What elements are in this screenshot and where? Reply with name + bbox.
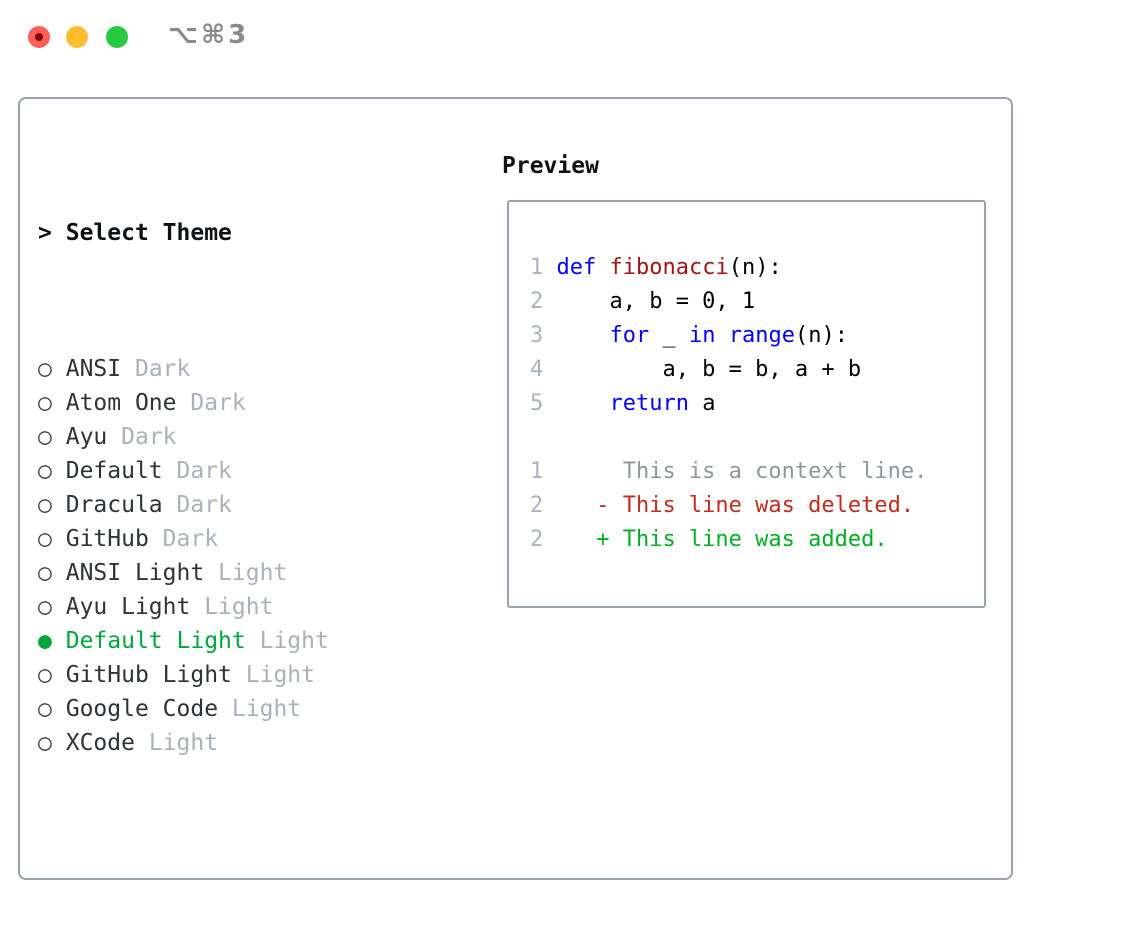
theme-variant-label: Dark xyxy=(176,492,232,518)
code-token: - This line was deleted. xyxy=(556,493,915,518)
line-number: 1 xyxy=(530,459,544,484)
theme-option-atom-one[interactable]: ○ Atom One Dark xyxy=(38,386,468,420)
theme-variant-label: Light xyxy=(259,628,329,654)
radio-icon: ○ xyxy=(38,560,52,586)
radio-icon: ○ xyxy=(38,458,52,484)
theme-option-github-light[interactable]: ○ GitHub Light Light xyxy=(38,658,468,692)
theme-option-xcode[interactable]: ○ XCode Light xyxy=(38,726,468,760)
code-token: fibonacci xyxy=(609,255,729,280)
code-token: + This line was added. xyxy=(556,527,888,552)
theme-variant-label: Dark xyxy=(190,390,246,416)
spacer xyxy=(38,862,468,896)
option-label: ANSI Light xyxy=(65,560,205,586)
code-token: _ xyxy=(649,323,689,348)
code-line-2: 2 a, b = 0, 1 xyxy=(530,285,984,319)
line-number: 1 xyxy=(530,255,544,280)
theme-variant-label: Light xyxy=(204,594,274,620)
theme-picker-dialog: > Select Theme ○ ANSI Dark○ Atom One Dar… xyxy=(18,97,1013,880)
theme-variant-label: Light xyxy=(245,662,315,688)
line-number: 2 xyxy=(530,289,544,314)
option-label: Dracula xyxy=(65,492,163,518)
theme-option-github[interactable]: ○ GitHub Dark xyxy=(38,522,468,556)
code-line-1: 1 def fibonacci(n): xyxy=(530,251,984,285)
line-number: 4 xyxy=(530,357,544,382)
option-label: Google Code xyxy=(65,696,219,722)
code-token: in xyxy=(688,323,716,348)
preview-header: Preview xyxy=(502,153,599,179)
radio-icon: ○ xyxy=(38,424,52,450)
option-label: Default xyxy=(65,458,163,484)
line-number: 2 xyxy=(530,493,544,518)
option-label: Ayu Light xyxy=(65,594,191,620)
code-token xyxy=(556,391,609,416)
code-token: This is a context line. xyxy=(556,459,928,484)
radio-icon: ○ xyxy=(38,390,52,416)
code-line-blank xyxy=(530,421,984,455)
code-token xyxy=(596,255,609,280)
theme-variant-label: Dark xyxy=(134,356,191,382)
theme-variant-label: Light xyxy=(218,560,288,586)
code-token: a, b = 0, 1 xyxy=(556,289,756,314)
code-token: def xyxy=(556,255,597,280)
diff-line-added: 2 + This line was added. xyxy=(530,523,984,557)
diff-line-context: 1 This is a context line. xyxy=(530,455,984,489)
line-number: 3 xyxy=(530,323,544,348)
code-line-5: 5 return a xyxy=(530,387,984,421)
focus-caret-icon: > xyxy=(38,220,52,246)
theme-option-default[interactable]: ○ Default Dark xyxy=(38,454,468,488)
diff-line-deleted: 2 - This line was deleted. xyxy=(530,489,984,523)
line-number: 2 xyxy=(530,527,544,552)
theme-option-ayu-light[interactable]: ○ Ayu Light Light xyxy=(38,590,468,624)
code-token xyxy=(715,323,728,348)
radio-icon: ○ xyxy=(38,594,52,620)
code-token: return xyxy=(609,391,689,416)
option-label: Ayu xyxy=(65,424,108,450)
option-label: XCode xyxy=(65,730,135,756)
code-token xyxy=(556,323,609,348)
theme-variant-label: Light xyxy=(148,730,219,756)
code-token: for xyxy=(609,323,650,348)
theme-option-default-light[interactable]: ● Default Light Light xyxy=(38,624,468,658)
radio-icon: ○ xyxy=(38,730,52,756)
select-theme-header-label: Select Theme xyxy=(65,220,232,246)
theme-variant-label: Dark xyxy=(121,424,177,450)
radio-icon: ○ xyxy=(38,662,52,688)
code-line-3: 3 for _ in range(n): xyxy=(530,319,984,353)
select-theme-header: > Select Theme xyxy=(38,216,468,250)
code-token: (n): xyxy=(728,255,782,280)
unsaved-changes-dot-icon xyxy=(35,33,43,41)
theme-variant-label: Dark xyxy=(162,526,219,552)
code-token: a, b = b, a + b xyxy=(556,357,862,382)
theme-option-ayu[interactable]: ○ Ayu Dark xyxy=(38,420,468,454)
code-line-4: 4 a, b = b, a + b xyxy=(530,353,984,387)
radio-icon: ○ xyxy=(38,356,52,382)
radio-icon: ○ xyxy=(38,492,52,518)
option-label: GitHub xyxy=(65,526,149,552)
radio-selected-icon: ● xyxy=(38,628,52,654)
option-label: Default Light xyxy=(65,628,246,654)
radio-icon: ○ xyxy=(38,526,52,552)
code-token: a xyxy=(688,391,716,416)
theme-option-ansi-light[interactable]: ○ ANSI Light Light xyxy=(38,556,468,590)
zoom-button[interactable] xyxy=(106,26,128,48)
minimize-button[interactable] xyxy=(66,26,88,48)
option-label: GitHub Light xyxy=(65,662,232,688)
code-token: (n): xyxy=(794,323,848,348)
radio-icon: ○ xyxy=(38,696,52,722)
option-label: Atom One xyxy=(65,390,177,416)
theme-option-ansi[interactable]: ○ ANSI Dark xyxy=(38,352,468,386)
line-number: 5 xyxy=(530,391,544,416)
theme-option-dracula[interactable]: ○ Dracula Dark xyxy=(38,488,468,522)
close-button[interactable] xyxy=(28,26,50,48)
theme-variant-label: Dark xyxy=(176,458,232,484)
theme-variant-label: Light xyxy=(231,696,302,722)
code-token: range xyxy=(728,323,795,348)
theme-option-google-code[interactable]: ○ Google Code Light xyxy=(38,692,468,726)
option-label: ANSI xyxy=(65,356,122,382)
left-column: > Select Theme ○ ANSI Dark○ Atom One Dar… xyxy=(38,148,468,934)
theme-list: ○ ANSI Dark○ Atom One Dark○ Ayu Dark○ De… xyxy=(38,352,468,760)
window-shortcut-label: ⌥⌘3 xyxy=(168,20,250,50)
